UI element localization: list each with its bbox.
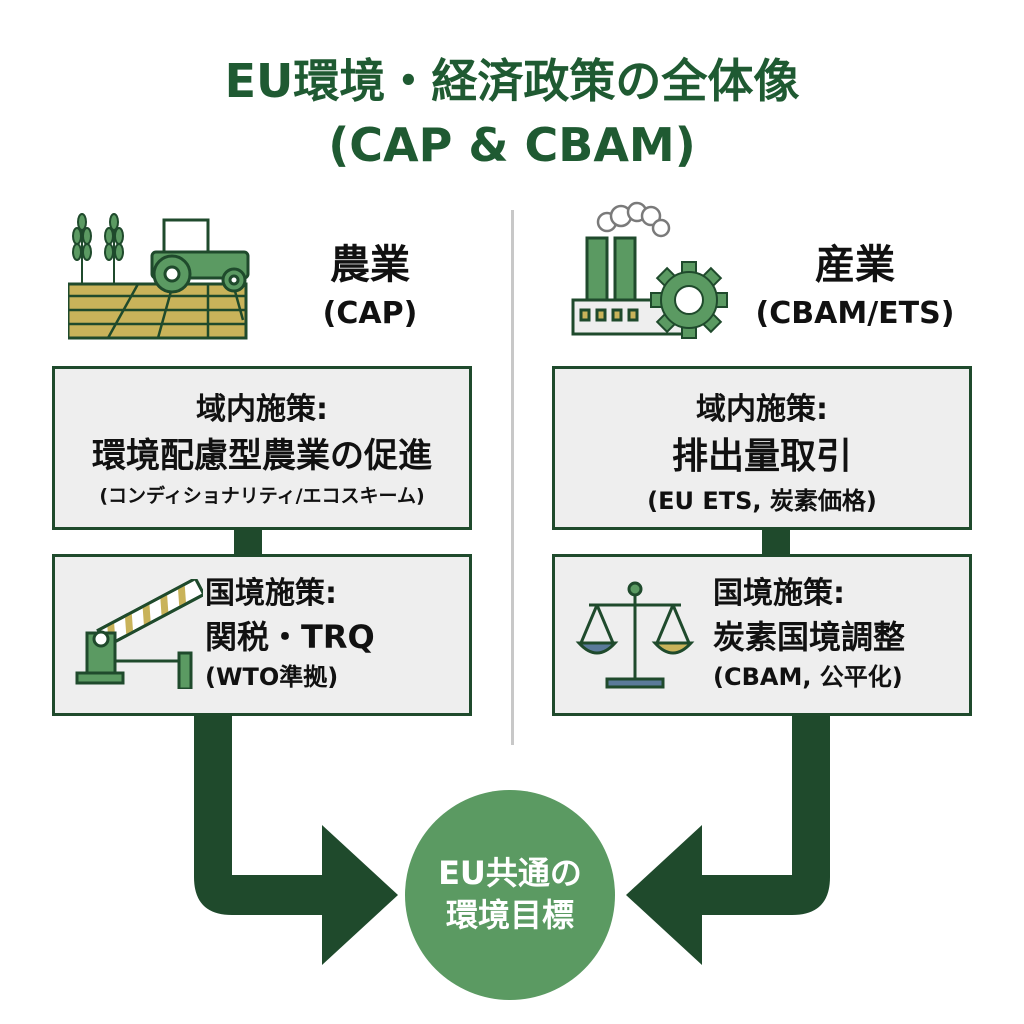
right-domestic-sub: (EU ETS, 炭素価格) bbox=[647, 487, 877, 515]
right-border-box: 国境施策: 炭素国境調整 (CBAM, 公平化) bbox=[552, 554, 972, 716]
left-border-main: 関税・TRQ bbox=[205, 618, 375, 656]
right-border-sub: (CBAM, 公平化) bbox=[713, 663, 903, 691]
left-sector-title: 農業 (CAP) bbox=[270, 245, 470, 329]
left-domestic-label: 域内施策: bbox=[196, 392, 328, 427]
farm-tractor-icon bbox=[68, 213, 250, 340]
right-border-label: 国境施策: bbox=[713, 576, 845, 611]
left-domestic-main: 環境配慮型農業の促進 bbox=[92, 436, 432, 476]
right-flow-arrow bbox=[626, 714, 830, 965]
left-border-label: 国境施策: bbox=[205, 576, 337, 611]
left-border-sub: (WTO準拠) bbox=[205, 663, 339, 691]
balance-scale-icon bbox=[575, 581, 695, 689]
diagram-title-line1: EU環境・経済政策の全体像 bbox=[224, 54, 800, 108]
left-domestic-box: 域内施策: 環境配慮型農業の促進 (コンディショナリティ/エコスキーム) bbox=[52, 366, 472, 530]
right-sector-title: 産業 (CBAM/ETS) bbox=[740, 245, 970, 329]
right-domestic-box: 域内施策: 排出量取引 (EU ETS, 炭素価格) bbox=[552, 366, 972, 530]
right-domestic-main: 排出量取引 bbox=[671, 436, 852, 477]
left-domestic-sub: (コンディショナリティ/エコスキーム) bbox=[99, 485, 425, 507]
goal-line1: EU共通の bbox=[438, 854, 582, 893]
left-connector bbox=[234, 528, 262, 558]
right-connector bbox=[762, 528, 790, 558]
left-flow-arrow bbox=[194, 714, 398, 965]
right-sector-sub: (CBAM/ETS) bbox=[755, 296, 955, 331]
left-border-text: 国境施策: 関税・TRQ (WTO準拠) bbox=[205, 576, 445, 691]
right-border-text: 国境施策: 炭素国境調整 (CBAM, 公平化) bbox=[713, 576, 963, 691]
center-divider bbox=[511, 210, 514, 745]
goal-circle: EU共通の 環境目標 bbox=[405, 790, 615, 1000]
right-border-main: 炭素国境調整 bbox=[713, 618, 906, 656]
left-sector-name: 農業 bbox=[330, 242, 410, 288]
left-sector-sub: (CAP) bbox=[322, 296, 418, 331]
factory-gear-icon bbox=[571, 201, 728, 339]
barrier-gate-icon bbox=[75, 579, 203, 689]
diagram-title-line2: (CAP & CBAM) bbox=[328, 118, 696, 172]
goal-line2: 環境目標 bbox=[445, 896, 574, 934]
right-domestic-label: 域内施策: bbox=[696, 392, 828, 427]
right-sector-name: 産業 bbox=[815, 242, 895, 288]
left-border-box: 国境施策: 関税・TRQ (WTO準拠) bbox=[52, 554, 472, 716]
